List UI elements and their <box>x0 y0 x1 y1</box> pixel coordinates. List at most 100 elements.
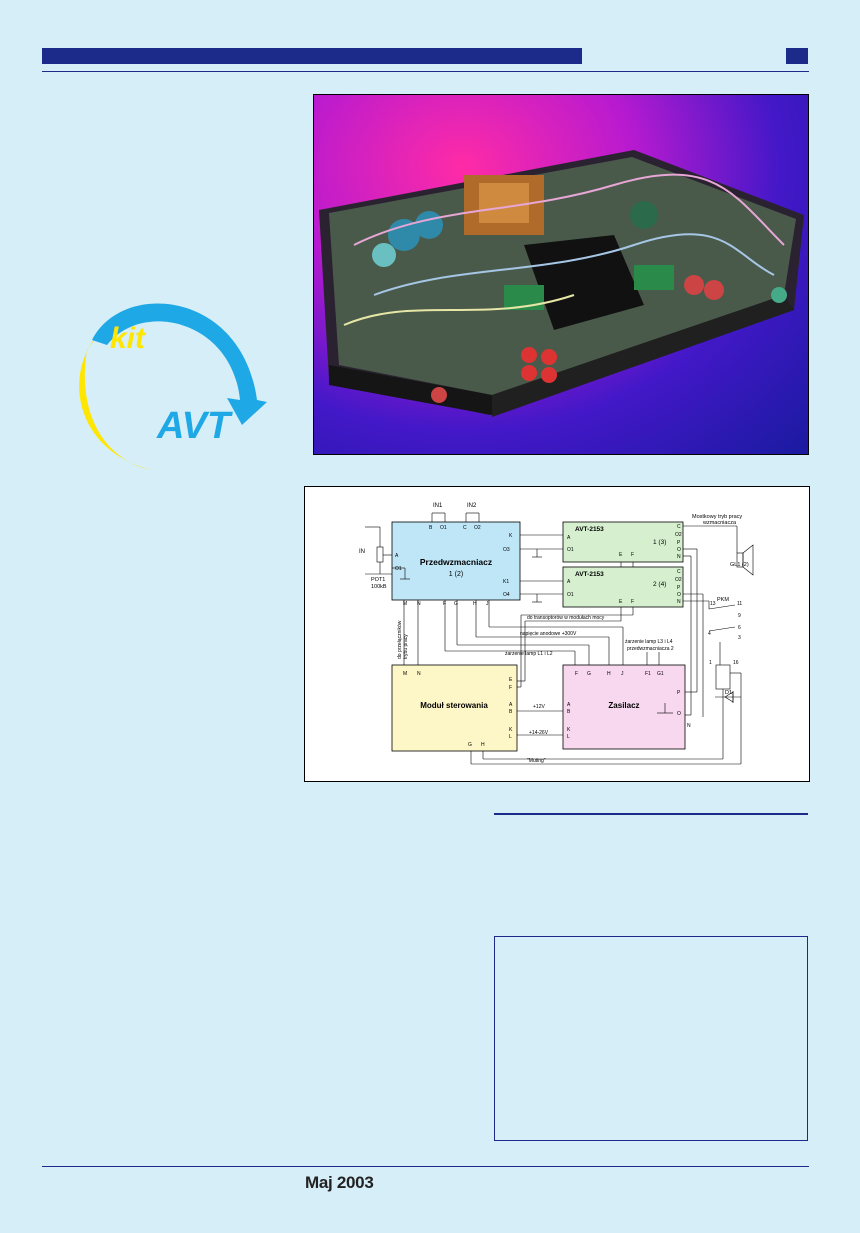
footer-date: Maj 2003 <box>305 1173 374 1192</box>
logo-avt-text: AVT <box>156 405 233 447</box>
header-rule <box>42 71 809 72</box>
control-title: Moduł sterowania <box>420 701 488 710</box>
footer-rule <box>42 1166 809 1167</box>
svg-text:F: F <box>575 671 578 677</box>
switches-label-2: trybu pracy <box>403 634 409 659</box>
svg-text:N: N <box>417 601 421 607</box>
svg-text:E: E <box>619 552 623 558</box>
svg-text:6: 6 <box>738 625 741 631</box>
svg-text:A: A <box>567 702 571 708</box>
svg-text:O1: O1 <box>567 547 574 553</box>
header-bar <box>42 48 582 64</box>
switches-label-1: do przełączników <box>397 620 403 659</box>
svg-text:F: F <box>509 685 512 691</box>
amplifier-photo <box>313 94 809 455</box>
svg-text:4: 4 <box>708 631 711 637</box>
preamp-title: Przedwzmacniacz <box>420 557 492 567</box>
svg-text:H: H <box>473 601 477 607</box>
svg-text:J: J <box>621 671 624 677</box>
svg-text:13: 13 <box>710 601 716 607</box>
svg-text:A: A <box>395 553 399 559</box>
amp1-title: AVT-2153 <box>575 526 604 533</box>
svg-text:F: F <box>443 601 446 607</box>
svg-text:1: 1 <box>709 660 712 666</box>
svg-text:O: O <box>677 592 681 598</box>
preamp2-label: przedwzmacniacza 2 <box>627 646 674 652</box>
v1426-label: +14-26V <box>529 730 549 736</box>
v12-label: +12V <box>533 704 545 710</box>
svg-text:L: L <box>567 734 570 740</box>
in2-label: IN2 <box>467 503 477 509</box>
amp2-sub: 2 (4) <box>653 581 666 588</box>
svg-text:B: B <box>509 709 513 715</box>
svg-text:O4: O4 <box>503 592 510 598</box>
svg-text:E: E <box>509 677 513 683</box>
header-page-box <box>786 48 808 64</box>
svg-text:C: C <box>677 524 681 530</box>
svg-text:O1: O1 <box>567 592 574 598</box>
preamp-sub: 1 (2) <box>449 571 463 578</box>
opto-label: do transoptorów w modułach mocy <box>527 615 605 621</box>
psu-title: Zasilacz <box>608 701 639 710</box>
bridge-label-1: Mostkowy tryb pracy <box>692 514 742 520</box>
d1-label: D1 <box>725 690 732 696</box>
info-box <box>494 936 808 1141</box>
svg-text:O3: O3 <box>503 547 510 553</box>
in-label: IN <box>359 549 365 555</box>
anode-label: napięcie anodowe +300V <box>520 631 577 637</box>
svg-text:N: N <box>687 723 691 729</box>
svg-text:J: J <box>486 601 489 607</box>
svg-text:A: A <box>567 579 571 585</box>
svg-text:O1: O1 <box>395 566 402 572</box>
amp1-sub: 1 (3) <box>653 539 666 546</box>
svg-text:C: C <box>677 569 681 575</box>
svg-text:O1: O1 <box>440 525 447 531</box>
svg-text:11: 11 <box>737 601 742 607</box>
svg-text:H: H <box>481 742 485 748</box>
svg-text:F: F <box>631 552 634 558</box>
svg-text:N: N <box>677 554 681 560</box>
svg-text:O2: O2 <box>675 532 682 538</box>
svg-text:9: 9 <box>738 613 741 619</box>
svg-text:B: B <box>567 709 571 715</box>
svg-text:N: N <box>677 599 681 605</box>
svg-text:K1: K1 <box>503 579 509 585</box>
speaker-label: GL1 (2) <box>730 562 749 568</box>
block-diagram: Przedwzmacniacz 1 (2) AVT-2153 1 (3) AVT… <box>304 486 810 782</box>
svg-text:M: M <box>403 601 407 607</box>
logo-kit-text: kit <box>110 322 147 355</box>
svg-text:16: 16 <box>733 660 739 666</box>
in1-label: IN1 <box>433 503 443 509</box>
amp2-title: AVT-2153 <box>575 571 604 578</box>
svg-text:O2: O2 <box>675 577 682 583</box>
svg-text:G: G <box>587 671 591 677</box>
svg-text:O: O <box>677 711 681 717</box>
svg-text:M: M <box>403 671 407 677</box>
lamps34-label: żarzenie lamp L3 i L4 <box>625 639 673 645</box>
svg-text:P: P <box>677 690 681 696</box>
svg-text:F: F <box>631 599 634 605</box>
svg-text:K: K <box>567 727 571 733</box>
svg-text:H: H <box>607 671 611 677</box>
svg-text:G: G <box>468 742 472 748</box>
bridge-label-2: wzmacniacza <box>702 520 737 526</box>
svg-text:A: A <box>567 535 571 541</box>
svg-text:K: K <box>509 533 513 539</box>
svg-text:O: O <box>677 547 681 553</box>
pot-label: POT1 <box>371 577 385 583</box>
lamps12-label: żarzenie lamp L1 i L2 <box>505 651 553 657</box>
svg-text:A: A <box>509 702 513 708</box>
svg-text:O2: O2 <box>474 525 481 531</box>
pkm-label: PKM <box>717 597 729 603</box>
svg-text:K: K <box>509 727 513 733</box>
svg-text:3: 3 <box>738 635 741 641</box>
svg-text:N: N <box>417 671 421 677</box>
section-rule <box>494 813 808 815</box>
svg-text:C: C <box>463 525 467 531</box>
kit-avt-logo: kit AVT <box>79 303 267 470</box>
pot-value: 100kB <box>371 584 387 590</box>
svg-text:B: B <box>429 525 433 531</box>
svg-text:P: P <box>677 585 681 591</box>
svg-text:G1: G1 <box>657 671 664 677</box>
svg-text:G: G <box>454 601 458 607</box>
